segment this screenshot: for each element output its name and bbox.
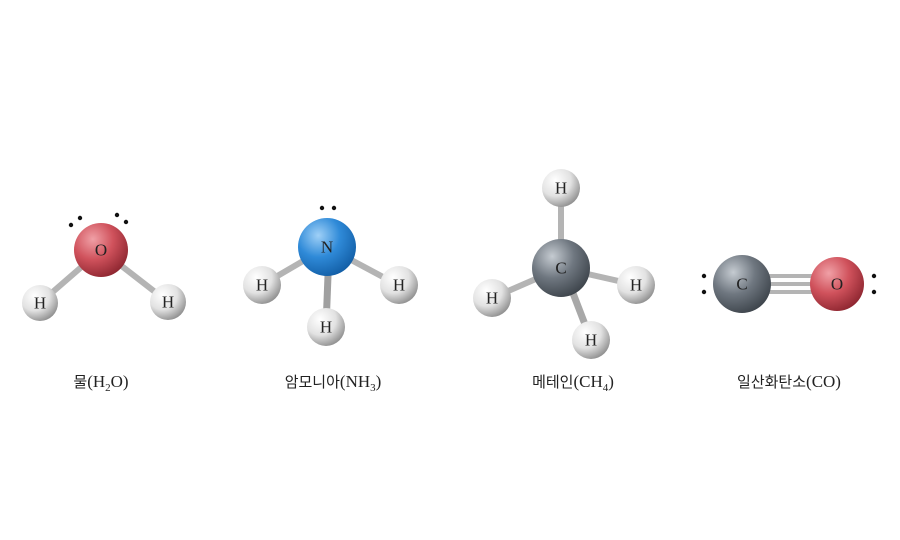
molecule-caption: 메테인(CH4)	[532, 372, 614, 394]
hydrogen-atom	[542, 169, 580, 207]
oxygen-atom	[810, 257, 864, 311]
hydrogen-atom	[617, 266, 655, 304]
molecule-caption: 일산화탄소(CO)	[737, 372, 841, 391]
lone-pair	[68, 215, 83, 228]
carbon-monoxide-molecule: C O 일산화탄소(CO)	[701, 255, 877, 391]
carbon-atom	[532, 239, 590, 297]
oxygen-atom	[74, 223, 128, 277]
atom-label: H	[585, 331, 597, 350]
atom-label: H	[486, 289, 498, 308]
lone-pair	[701, 273, 707, 295]
carbon-atom	[713, 255, 771, 313]
lone-pair	[114, 212, 129, 225]
ammonia-molecule: N H H H 암모니아(NH3)	[243, 205, 418, 394]
molecule-caption: 암모니아(NH3)	[285, 372, 382, 394]
hydrogen-atom	[22, 285, 58, 321]
lone-pair	[319, 205, 337, 211]
atom-label: H	[555, 179, 567, 198]
atom-label: H	[393, 276, 405, 295]
hydrogen-atom	[307, 308, 345, 346]
atom-label: H	[256, 276, 268, 295]
atom-label: O	[95, 241, 107, 260]
atom-label: C	[555, 259, 566, 278]
hydrogen-atom	[380, 266, 418, 304]
atom-label: H	[34, 294, 46, 313]
atom-label: H	[320, 318, 332, 337]
hydrogen-atom	[572, 321, 610, 359]
atom-label: H	[630, 276, 642, 295]
atom-label: H	[162, 293, 174, 312]
atom-label: C	[736, 275, 747, 294]
lone-pair	[871, 273, 877, 295]
atom-label: O	[831, 275, 843, 294]
water-molecule: O H H 물(H2O)	[22, 212, 186, 394]
atom-label: N	[321, 238, 333, 257]
nitrogen-atom	[298, 218, 356, 276]
methane-molecule: H C H H H 메테인(CH4)	[473, 169, 655, 394]
hydrogen-atom	[473, 279, 511, 317]
molecule-caption: 물(H2O)	[73, 372, 128, 394]
hydrogen-atom	[150, 284, 186, 320]
hydrogen-atom	[243, 266, 281, 304]
